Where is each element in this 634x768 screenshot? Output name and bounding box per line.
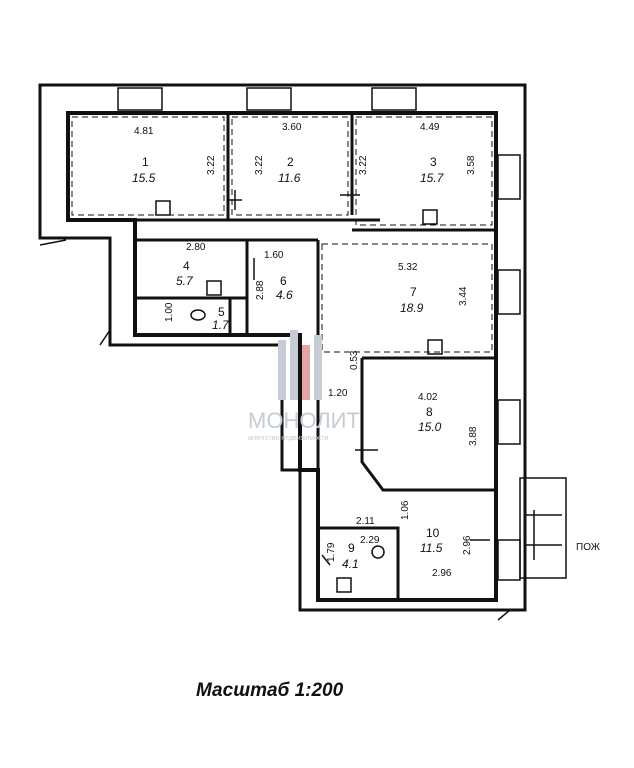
dim-2: 3.22 <box>206 155 217 175</box>
room-8-number: 8 <box>426 405 433 419</box>
room-7-number: 7 <box>410 285 417 299</box>
dim-9: 1.60 <box>264 250 284 261</box>
dim-13: 3.44 <box>458 286 469 306</box>
room-labels: 1 15.5 2 11.6 3 15.7 4 5.7 5 1.7 6 4.6 7… <box>132 155 445 571</box>
room-1-number: 1 <box>142 155 149 169</box>
dim-21: 1.79 <box>326 542 337 562</box>
window-6 <box>497 399 521 445</box>
room-4-number: 4 <box>183 259 190 273</box>
window-7 <box>497 539 521 581</box>
room-9-area: 4.1 <box>342 557 359 571</box>
dim-7: 3.58 <box>466 155 477 175</box>
room-2-number: 2 <box>287 155 294 169</box>
dim-23: 2.96 <box>432 568 452 579</box>
scale-label: Масштаб 1:200 <box>196 680 344 701</box>
room-6-area: 4.6 <box>276 288 293 302</box>
room-10-area: 11.5 <box>420 541 443 555</box>
window-1 <box>117 87 163 111</box>
window-4 <box>497 154 521 200</box>
room-2-area: 11.6 <box>278 171 301 185</box>
room-6-number: 6 <box>280 274 287 288</box>
room-1-area: 15.5 <box>132 171 156 185</box>
dim-22: 2.96 <box>462 535 473 555</box>
room-3-area: 15.7 <box>420 171 445 185</box>
side-label: ПОЖ <box>576 542 601 553</box>
room-2-outline <box>231 116 349 216</box>
dim-10: 2.88 <box>255 280 266 300</box>
room-1-outline <box>71 116 225 216</box>
dim-8: 2.80 <box>186 242 206 253</box>
wall-room-8 <box>360 356 496 492</box>
balcony <box>519 477 567 579</box>
toilet-icon <box>190 309 206 321</box>
outer-wall <box>38 83 527 612</box>
dimension-labels: 4.81 3.22 3.22 3.60 3.22 4.49 3.58 2.80 … <box>134 122 479 579</box>
fixture-3 <box>422 209 438 225</box>
room-10-number: 10 <box>426 526 440 540</box>
dim-17: 3.88 <box>468 426 479 446</box>
dim-14: 0.53 <box>349 350 360 370</box>
room-3-outline <box>355 116 493 226</box>
room-3-number: 3 <box>430 155 437 169</box>
dim-4: 3.60 <box>282 122 302 133</box>
room-5-number: 5 <box>218 305 225 319</box>
apartment-wall <box>66 111 498 602</box>
dim-19: 2.11 <box>356 516 375 527</box>
room-7-outline <box>321 243 493 353</box>
room-5-area: 1.7 <box>212 318 230 332</box>
dim-12: 5.32 <box>398 262 418 273</box>
fixture-9 <box>336 577 352 593</box>
room-9-number: 9 <box>348 541 355 555</box>
dim-3: 3.22 <box>254 155 265 175</box>
dim-20: 2.29 <box>360 535 380 546</box>
watermark-title: МОНОЛИТ <box>248 408 360 433</box>
dim-6: 4.49 <box>420 122 440 133</box>
fixture-4 <box>206 280 222 296</box>
dim-16: 4.02 <box>418 392 438 403</box>
dim-18: 1.06 <box>400 500 411 520</box>
room-7-area: 18.9 <box>400 301 424 315</box>
window-5 <box>497 269 521 315</box>
watermark: МОНОЛИТ агентство недвижимости <box>248 330 360 442</box>
sink-icon <box>371 545 385 559</box>
room-8-area: 15.0 <box>418 420 442 434</box>
dim-5: 3.22 <box>358 155 369 175</box>
fixture-1 <box>155 200 171 216</box>
watermark-subtitle: агентство недвижимости <box>248 435 329 442</box>
wall-room-9 <box>318 526 400 600</box>
fixture-8 <box>427 339 443 355</box>
room-4-area: 5.7 <box>176 274 194 288</box>
dim-11: 1.00 <box>164 302 175 322</box>
dim-1: 4.81 <box>134 126 154 137</box>
dim-15: 1.20 <box>328 388 348 399</box>
window-2 <box>246 87 292 111</box>
window-3 <box>371 87 417 111</box>
